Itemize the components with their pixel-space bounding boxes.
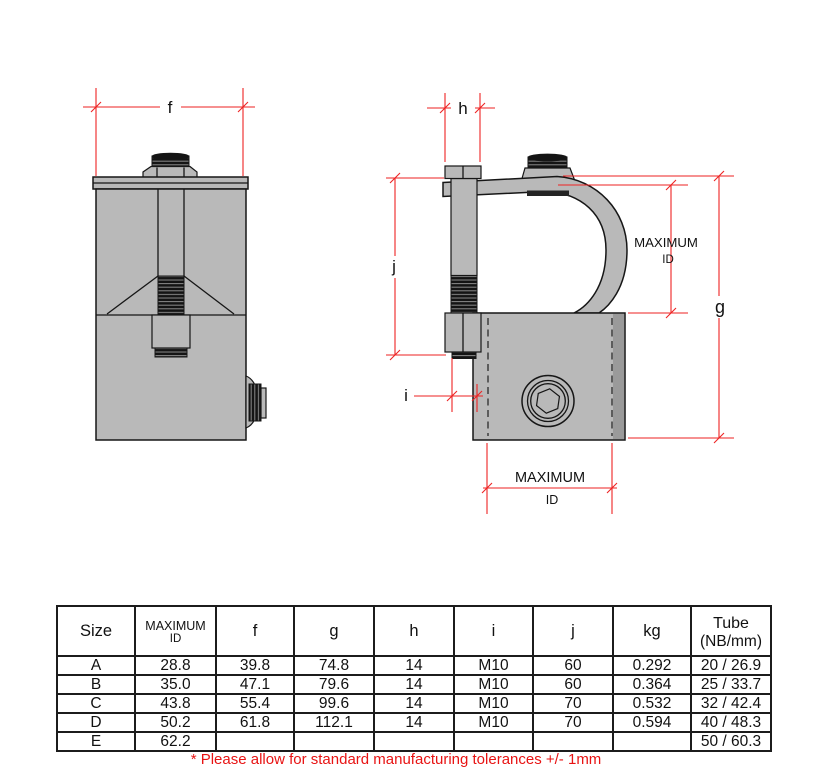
cell-tube: 40 / 48.3 [690,712,772,733]
header-tube: Tube (NB/mm) [690,605,772,657]
cell-f: 47.1 [215,674,295,695]
front-top-stud-cap [151,152,190,161]
cell-h: 14 [373,674,455,695]
header-h: h [373,605,455,657]
header-max-id: MAXIMUM ID [134,605,217,657]
hex-socket-screw [521,374,575,428]
cell-kg: 0.594 [612,712,692,733]
cell-j: 60 [532,674,614,695]
side-body-edge-shade [613,314,624,439]
cell-size: C [56,693,136,714]
side-bolt-tip-threads [451,351,477,359]
cell-g [293,731,375,752]
front-lower-boss [151,314,191,349]
header-j: j [532,605,614,657]
cell-f [215,731,295,752]
cell-i: M10 [453,693,534,714]
front-bolt-threads [157,275,185,316]
cell-h [373,731,455,752]
cell-tube: 20 / 26.9 [690,655,772,676]
dim-h-label: h [458,99,467,118]
dim-i-label: i [404,386,408,405]
cell-size: E [56,731,136,752]
front-lower-boss-threads [154,347,188,358]
side-max-id-line1: MAXIMUM [634,235,698,250]
dimension-f: f [83,88,255,176]
cell-kg: 0.364 [612,674,692,695]
header-f: f [215,605,295,657]
cell-j: 70 [532,712,614,733]
dimension-g: g [563,170,734,444]
header-size: Size [56,605,136,657]
cell-i: M10 [453,655,534,676]
bottom-max-id-line1: MAXIMUM [515,470,585,486]
cell-f: 55.4 [215,693,295,714]
front-view [92,152,267,441]
table-row: E 62.2 50 / 60.3 [56,731,772,752]
header-i: i [453,605,534,657]
side-bolt-threads [450,275,478,314]
table-row: C 43.8 55.4 99.6 14 M10 70 0.532 32 / 42… [56,693,772,714]
hex-socket [535,388,561,414]
cell-g: 74.8 [293,655,375,676]
header-tube-line2: (NB/mm) [700,632,762,650]
header-max-id-line2: ID [169,632,182,645]
table-row: D 50.2 61.8 112.1 14 M10 70 0.594 40 / 4… [56,712,772,733]
cell-tube: 50 / 60.3 [690,731,772,752]
cell-tube: 32 / 42.4 [690,693,772,714]
cell-kg [612,731,692,752]
cell-size: A [56,655,136,676]
cell-g: 112.1 [293,712,375,733]
side-top-stud-cap [527,153,568,162]
cell-max-id: 50.2 [134,712,217,733]
cell-kg: 0.532 [612,693,692,714]
cell-j [532,731,614,752]
cell-i [453,731,534,752]
table-row: A 28.8 39.8 74.8 14 M10 60 0.292 20 / 26… [56,655,772,676]
cell-kg: 0.292 [612,655,692,676]
cell-i: M10 [453,712,534,733]
cell-size: D [56,712,136,733]
dim-j-label: j [391,257,396,276]
dim-g-label: g [715,297,725,317]
cell-max-id: 43.8 [134,693,217,714]
cell-max-id: 28.8 [134,655,217,676]
cell-size: B [56,674,136,695]
table-row: B 35.0 47.1 79.6 14 M10 60 0.364 25 / 33… [56,674,772,695]
cell-g: 99.6 [293,693,375,714]
dimension-j: j [386,172,446,361]
spec-table: Size MAXIMUM ID f g h i j kg Tube (NB/mm… [56,605,772,752]
dim-f-label: f [168,98,173,117]
cell-max-id: 35.0 [134,674,217,695]
cell-f: 61.8 [215,712,295,733]
side-nut-under-strap [527,190,569,196]
cell-j: 70 [532,693,614,714]
cell-max-id: 62.2 [134,731,217,752]
front-setscrew-tip [260,387,267,419]
side-view [442,153,628,441]
side-max-id-line2: ID [662,254,674,266]
header-max-id-line1: MAXIMUM [145,618,206,633]
front-setscrew-threads [248,383,262,422]
side-bolt-shaft [450,177,478,277]
cell-j: 60 [532,655,614,676]
table-header-row: Size MAXIMUM ID f g h i j kg Tube (NB/mm… [56,605,772,657]
tolerance-footnote: * Please allow for standard manufacturin… [190,751,602,768]
cell-g: 79.6 [293,674,375,695]
header-g: g [293,605,375,657]
cell-i: M10 [453,674,534,695]
bottom-max-id-line2: ID [546,493,559,507]
header-tube-line1: Tube [713,614,749,632]
header-kg: kg [612,605,692,657]
dimension-side-max-id: MAXIMUM ID [558,179,698,319]
cell-f: 39.8 [215,655,295,676]
dimension-bottom-max-id: MAXIMUM ID [481,443,618,514]
cell-h: 14 [373,655,455,676]
cell-tube: 25 / 33.7 [690,674,772,695]
cell-h: 14 [373,693,455,714]
dimension-i: i [404,358,483,412]
cell-h: 14 [373,712,455,733]
dimension-h: h [427,93,495,162]
